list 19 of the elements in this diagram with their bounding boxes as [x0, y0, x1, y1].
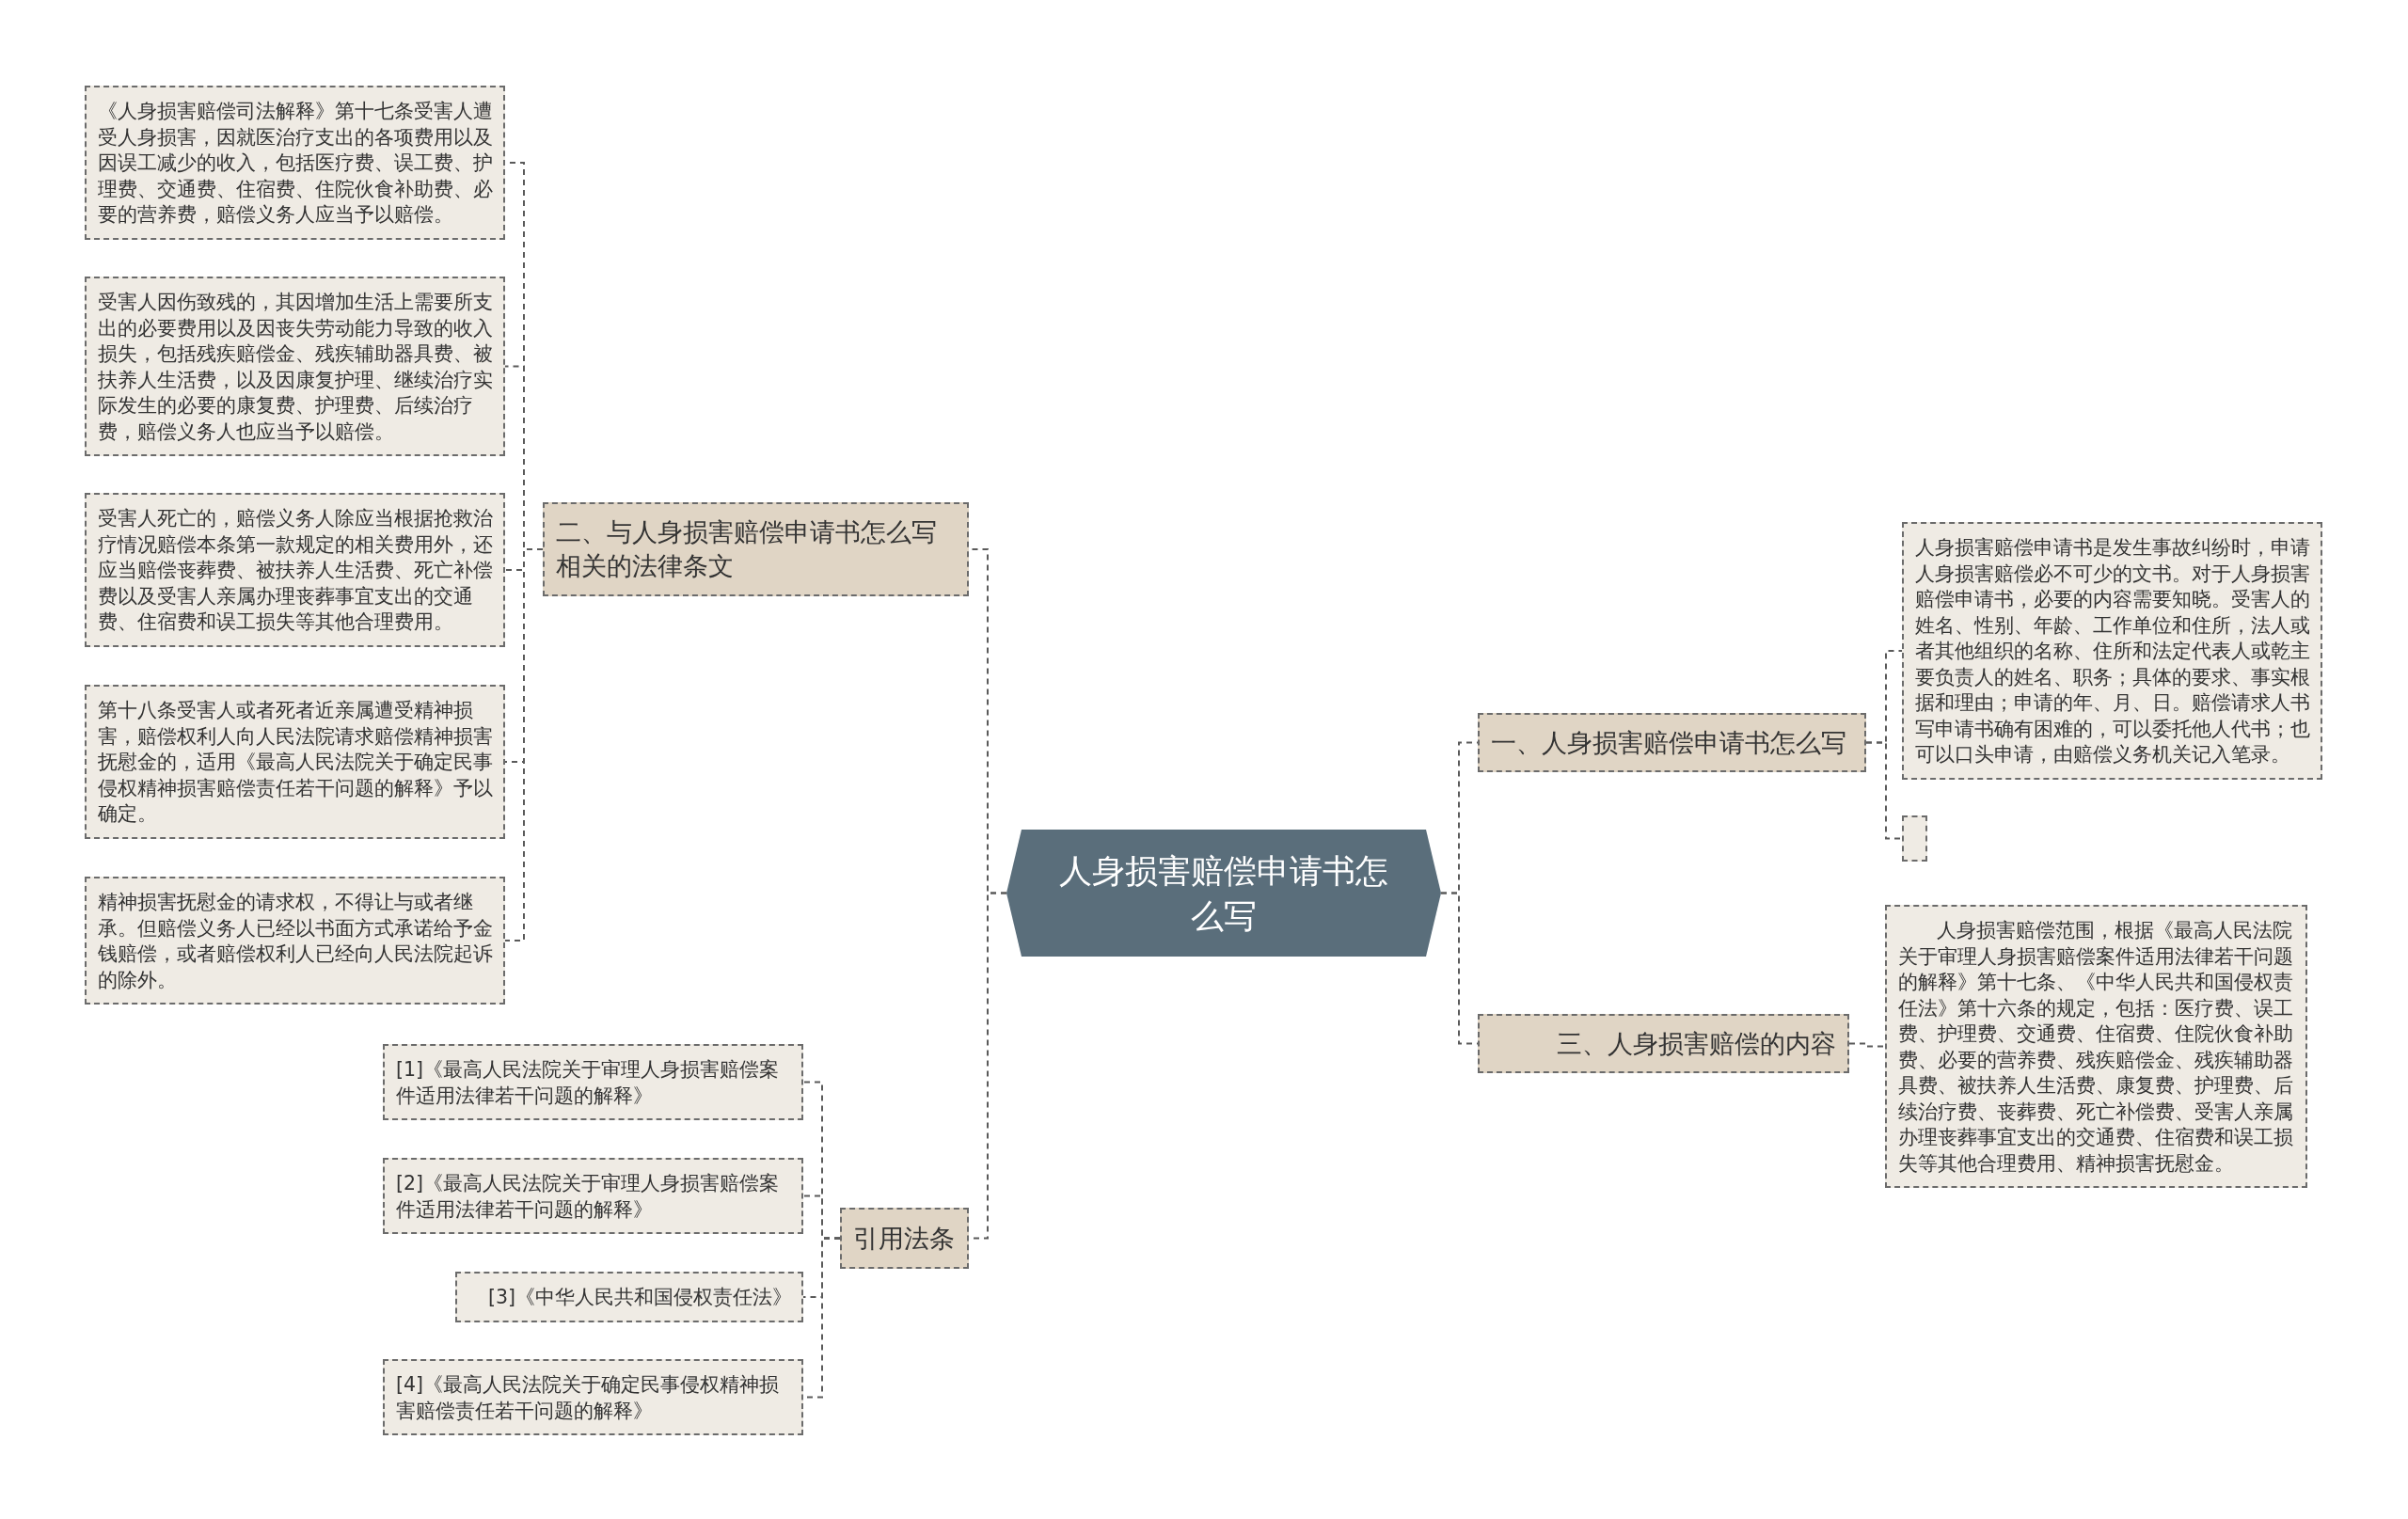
note-box: [3]《中华人民共和国侵权责任法》	[455, 1272, 803, 1322]
topic-box: 三、人身损害赔偿的内容	[1478, 1014, 1849, 1073]
topic-box: 二、与人身损害赔偿申请书怎么写相关的法律条文	[543, 502, 969, 596]
connector-line	[1865, 741, 1903, 840]
topic-box: 一、人身损害赔偿申请书怎么写	[1478, 713, 1866, 772]
note-box: [1]《最高人民法院关于审理人身损害赔偿案件适用法律若干问题的解释》	[383, 1044, 803, 1120]
note-box: 第十八条受害人或者死者近亲属遭受精神损害，赔偿权利人向人民法院请求赔偿精神损害抚慰金的，适用《最高人民法院关于确定民事侵权精神损害赔偿责任若干问题的解释》予以确定。	[85, 685, 505, 839]
note-box: 受害人死亡的，赔偿义务人除应当根据抢救治疗情况赔偿本条第一款规定的相关费用外，还应当赔偿丧葬费、被扶养人生活费、死亡补偿费以及受害人亲属办理丧葬事宜支出的交通费、住宿费和误工损失等其他合理费用。	[85, 493, 505, 647]
note-box: [2]《最高人民法院关于审理人身损害赔偿案件适用法律若干问题的解释》	[383, 1158, 803, 1234]
empty-box	[1902, 815, 1927, 862]
note-box: 人身损害赔偿申请书是发生事故纠纷时，申请人身损害赔偿必不可少的文书。对于人身损害赔偿申请书，必要的内容需要知晓。受害人的姓名、性别、年龄、工作单位和住所，法人或者其他组织的名称、住所和法定代表人或乾主要负责人的姓名、职务；具体的要求、事实根据和理由；申请的年、月、日。赔偿请求人书写申请书确有困难的，可以委托他人代书；也可以口头申请，由赔偿义务机关记入笔录。	[1902, 522, 2322, 780]
note-box: 受害人因伤致残的，其因增加生活上需要所支出的必要费用以及因丧失劳动能力导致的收入损失，包括残疾赔偿金、残疾辅助器具费、被扶养人生活费，以及因康复护理、继续治疗实际发生的必要的康复费、护理费、后续治疗费，赔偿义务人也应当予以赔偿。	[85, 277, 505, 456]
note-box: 精神损害抚慰金的请求权，不得让与或者继承。但赔偿义务人已经以书面方式承诺给予金钱赔偿，或者赔偿权利人已经向人民法院起诉的除外。	[85, 877, 505, 1005]
note-box: 《人身损害赔偿司法解释》第十七条受害人遭受人身损害，因就医治疗支出的各项费用以及因误工减少的收入，包括医疗费、误工费、护理费、交通费、住宿费、住院伙食补助费、必要的营养费，赔偿义务人应当予以赔偿。	[85, 86, 505, 240]
note-box: [4]《最高人民法院关于确定民事侵权精神损害赔偿责任若干问题的解释》	[383, 1359, 803, 1435]
note-box: 人身损害赔偿范围，根据《最高人民法院关于审理人身损害赔偿案件适用法律若干问题的解释》第十七条、《中华人民共和国侵权责任法》第十六条的规定，包括：医疗费、误工费、护理费、交通费、住宿费、住院伙食补助费、必要的营养费、残疾赔偿金、残疾辅助器具费、被扶养人生活费、康复费、护理费、后续治疗费、丧葬费、死亡补偿费、受害人亲属办理丧葬事宜支出的交通费、住宿费和误工损失等其他合理费用、精神损害抚慰金。	[1885, 905, 2307, 1188]
central-topic-hexagon: 人身损害赔偿申请书怎么写	[1006, 830, 1441, 957]
connector-line	[1848, 1042, 1886, 1048]
topic-box: 引用法条	[840, 1208, 969, 1269]
